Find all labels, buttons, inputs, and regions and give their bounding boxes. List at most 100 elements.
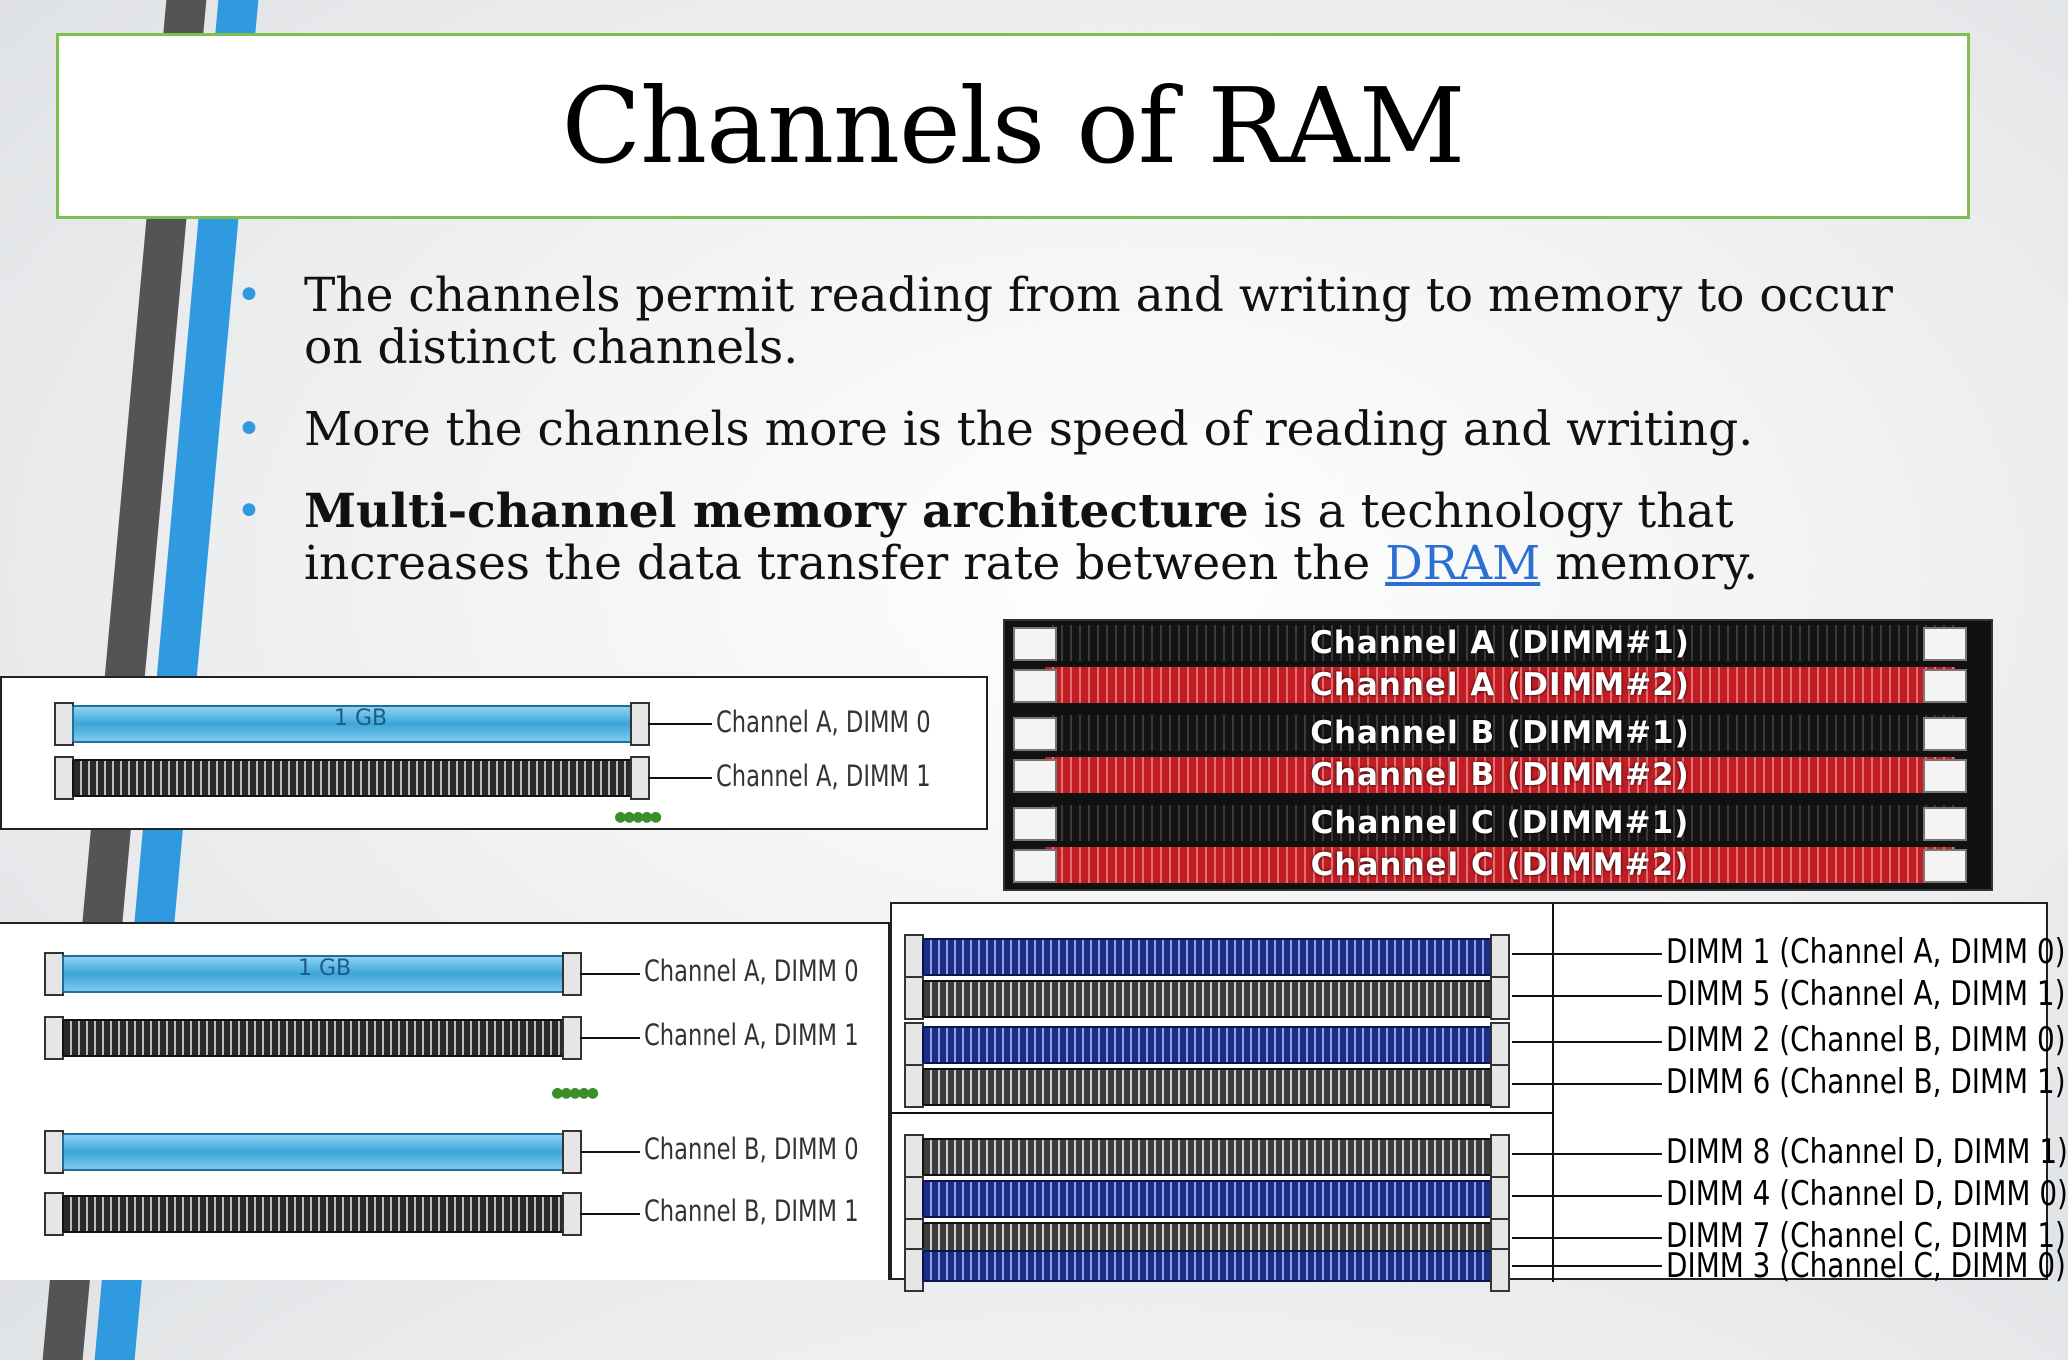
slot-latch-icon — [904, 1176, 924, 1220]
memory-slot: Channel B (DIMM#1) — [1045, 715, 1955, 751]
slot-latch-icon — [1490, 1022, 1510, 1066]
memory-slot — [922, 1068, 1506, 1106]
slot-latch-icon — [904, 1064, 924, 1108]
leader-line — [1512, 1083, 1662, 1085]
slot-label: DIMM 5 (Channel A, DIMM 1) — [1666, 974, 2066, 1014]
led-cluster-icon: ●●●●● — [615, 806, 661, 827]
slot-latch-icon — [904, 1022, 924, 1066]
slot-latch-icon — [44, 1192, 64, 1236]
bullet-dot-icon: • — [236, 270, 262, 321]
leader-line — [1512, 1237, 1662, 1239]
slot-label: Channel A (DIMM#2) — [1310, 667, 1690, 703]
slot-label: Channel C (DIMM#2) — [1310, 847, 1690, 883]
slot-label: DIMM 4 (Channel D, DIMM 0) — [1666, 1174, 2068, 1214]
slot-latch-icon — [1013, 669, 1057, 703]
slot-latch-icon — [1490, 1176, 1510, 1220]
bullet-dot-icon: • — [236, 486, 262, 537]
slot-latch-icon — [562, 952, 582, 996]
leader-line — [580, 1213, 640, 1215]
slot-label: Channel C (DIMM#1) — [1310, 805, 1690, 841]
slot-latch-icon — [904, 934, 924, 978]
slot-label: Channel B, DIMM 1 — [644, 1194, 859, 1228]
leader-line — [1512, 1265, 1662, 1267]
memory-slot — [922, 1180, 1506, 1218]
bullet-item: • The channels permit reading from and w… — [232, 270, 1932, 374]
leader-line — [580, 1151, 640, 1153]
slot-label: Channel A, DIMM 1 — [644, 1018, 859, 1052]
slot-label: Channel A (DIMM#1) — [1310, 625, 1690, 661]
slot-latch-icon — [44, 1130, 64, 1174]
slot-label: DIMM 2 (Channel B, DIMM 0) — [1666, 1020, 2066, 1060]
memory-slot — [922, 1026, 1506, 1064]
title-box: Channels of RAM — [56, 33, 1970, 219]
bullet-item: • Multi-channel memory architecture is a… — [232, 486, 1932, 590]
leader-line — [1512, 1041, 1662, 1043]
memory-slot — [72, 759, 646, 797]
slot-label: Channel A, DIMM 1 — [716, 759, 931, 793]
memory-slot — [922, 980, 1506, 1018]
slot-label: DIMM 8 (Channel D, DIMM 1) — [1666, 1132, 2068, 1172]
leader-line — [580, 973, 640, 975]
memory-slot — [62, 1019, 576, 1057]
slot-latch-icon — [904, 1134, 924, 1178]
slot-label: DIMM 6 (Channel B, DIMM 1) — [1666, 1062, 2066, 1102]
slot-latch-icon — [1923, 759, 1967, 793]
figure-two-slot-diagram: 1 GB ●●●●● Channel A, DIMM 0 Channel A, … — [0, 676, 988, 830]
memory-slot: Channel A (DIMM#1) — [1045, 625, 1955, 661]
slot-latch-icon — [1923, 717, 1967, 751]
slot-latch-icon — [562, 1192, 582, 1236]
slot-latch-icon — [54, 702, 74, 746]
slot-latch-icon — [1490, 1134, 1510, 1178]
bullet-dot-icon: • — [236, 404, 262, 455]
slot-latch-icon — [1013, 759, 1057, 793]
slot-latch-icon — [904, 976, 924, 1020]
leader-line — [580, 1037, 640, 1039]
slide-title: Channels of RAM — [561, 65, 1466, 187]
led-cluster-icon: ●●●●● — [552, 1082, 598, 1103]
bracket-line — [1552, 904, 1554, 1282]
slot-latch-icon — [44, 952, 64, 996]
slot-label: DIMM 3 (Channel C, DIMM 0) — [1666, 1246, 2066, 1286]
slot-latch-icon — [1013, 849, 1057, 883]
slot-latch-icon — [1013, 627, 1057, 661]
slot-latch-icon — [1013, 807, 1057, 841]
slot-latch-icon — [1013, 717, 1057, 751]
slot-label: DIMM 7 (Channel C, DIMM 1) — [1666, 1216, 2066, 1256]
slot-capacity-tag: 1 GB — [298, 956, 352, 981]
slot-latch-icon — [562, 1016, 582, 1060]
memory-slot — [922, 1250, 1506, 1282]
bullet-bold-term: Multi-channel memory architecture — [304, 484, 1249, 539]
bullet-item: • More the channels more is the speed of… — [232, 404, 1932, 456]
slot-label: Channel B (DIMM#1) — [1310, 715, 1690, 751]
dram-link[interactable]: DRAM — [1385, 536, 1541, 591]
memory-slot — [62, 1195, 576, 1233]
slot-latch-icon — [1490, 934, 1510, 978]
bullet-list: • The channels permit reading from and w… — [232, 270, 1932, 620]
leader-line — [1512, 1195, 1662, 1197]
figure-eight-slot-diagram: DIMM 1 (Channel A, DIMM 0) DIMM 5 (Chann… — [890, 902, 2068, 1292]
slot-latch-icon — [1923, 669, 1967, 703]
leader-line — [1512, 953, 1662, 955]
leader-line — [1512, 1153, 1662, 1155]
slot-label: Channel A, DIMM 0 — [716, 705, 931, 739]
slot-latch-icon — [44, 1016, 64, 1060]
bullet-text: More the channels more is the speed of r… — [304, 402, 1754, 457]
divider-line — [892, 1112, 1552, 1114]
slot-latch-icon — [904, 1248, 924, 1292]
slot-latch-icon — [630, 756, 650, 800]
memory-slot — [62, 1133, 576, 1171]
slot-label: DIMM 1 (Channel A, DIMM 0) — [1666, 932, 2066, 972]
figure-four-slot-diagram: 1 GB ●●●●● Channel A, DIMM 0 Channel A, … — [0, 922, 890, 1280]
bullet-text: is a technology that increases the data … — [304, 484, 1734, 591]
slot-latch-icon — [1923, 807, 1967, 841]
slot-capacity-tag: 1 GB — [334, 706, 388, 731]
bullet-text: memory. — [1540, 536, 1759, 591]
memory-slot — [922, 1138, 1506, 1176]
memory-slot — [922, 938, 1506, 976]
slot-latch-icon — [1923, 849, 1967, 883]
figure-three-channel-slots: Channel A (DIMM#1) Channel A (DIMM#2) Ch… — [1003, 619, 1993, 891]
slot-latch-icon — [630, 702, 650, 746]
memory-slot: Channel C (DIMM#2) — [1045, 847, 1955, 883]
memory-slot — [72, 705, 646, 743]
slot-latch-icon — [1490, 1248, 1510, 1292]
